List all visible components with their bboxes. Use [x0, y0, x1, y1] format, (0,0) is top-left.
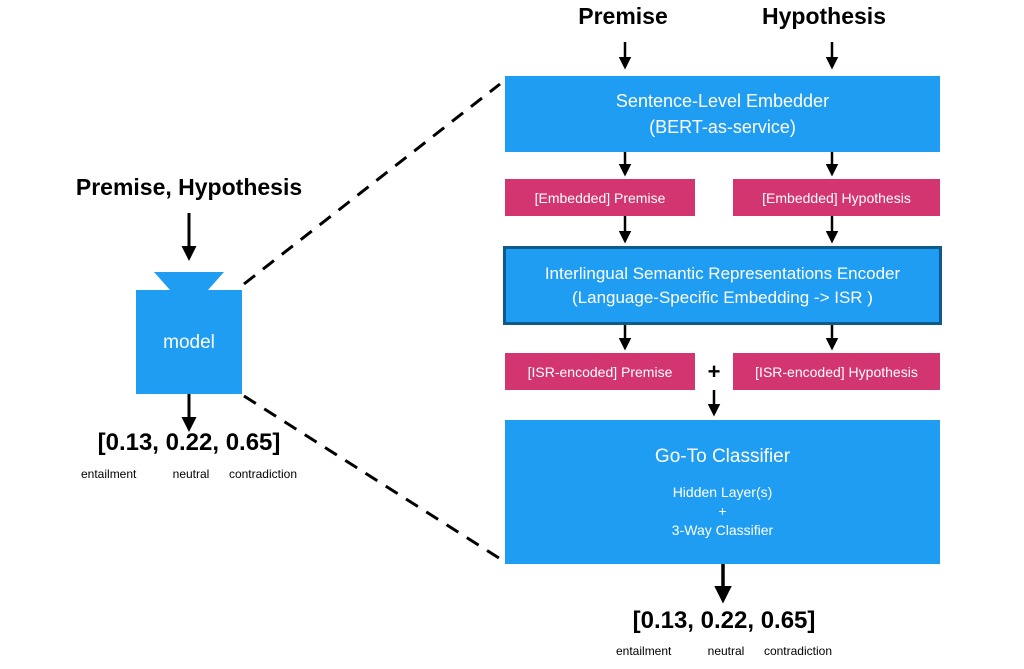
isr-plus-sign: + — [707, 359, 721, 384]
pipeline-output-label-neutral: neutral — [707, 644, 745, 658]
classifier-3way: 3-Way Classifier — [671, 521, 774, 538]
sentence-embedder-subtitle: (BERT-as-service) — [649, 117, 796, 137]
combined-input-label: Premise, Hypothesis — [75, 174, 303, 200]
isr-hypothesis-box: [ISR-encoded] Hypothesis — [733, 353, 940, 390]
embedded-hypothesis-box: [Embedded] Hypothesis — [733, 179, 940, 216]
model-output-labels: entailment neutral contradiction — [81, 467, 297, 481]
model-output-label-contradiction: contradiction — [228, 467, 297, 481]
model-output-label-entailment: entailment — [81, 467, 137, 481]
pipeline-output-labels: entailment neutral contradiction — [616, 644, 832, 658]
go-to-classifier-box: Go-To Classifier Hidden Layer(s) + 3-Way… — [505, 420, 940, 564]
model-block: model — [136, 272, 242, 394]
classifier-hidden-layers: Hidden Layer(s) — [672, 483, 773, 500]
pipeline-output-label-entailment: entailment — [616, 644, 672, 658]
isr-encoder-box: Interlingual Semantic Representations En… — [503, 246, 942, 325]
classifier-plus: + — [718, 502, 727, 519]
model-label: model — [163, 332, 215, 353]
model-output-label-neutral: neutral — [172, 467, 210, 481]
zoom-line-bottom — [243, 394, 503, 562]
isr-encoder-title: Interlingual Semantic Representations En… — [544, 263, 901, 283]
model-shape — [136, 272, 242, 394]
embedded-premise-box: [Embedded] Premise — [505, 179, 695, 216]
isr-encoder-subtitle: (Language-Specific Embedding -> ISR ) — [572, 287, 873, 307]
model-output-vector: [0.13, 0.22, 0.65] — [97, 429, 281, 456]
zoom-line-top — [243, 82, 501, 286]
isr-premise-box: [ISR-encoded] Premise — [505, 353, 695, 390]
pipeline-output-label-contradiction: contradiction — [763, 644, 832, 658]
hypothesis-input-label: Hypothesis — [762, 3, 886, 29]
classifier-title: Go-To Classifier — [654, 445, 791, 467]
sentence-embedder-box: Sentence-Level Embedder (BERT-as-service… — [505, 76, 940, 152]
pipeline-output-vector: [0.13, 0.22, 0.65] — [632, 607, 816, 634]
premise-input-label: Premise — [578, 3, 668, 29]
sentence-embedder-title: Sentence-Level Embedder — [615, 91, 830, 111]
